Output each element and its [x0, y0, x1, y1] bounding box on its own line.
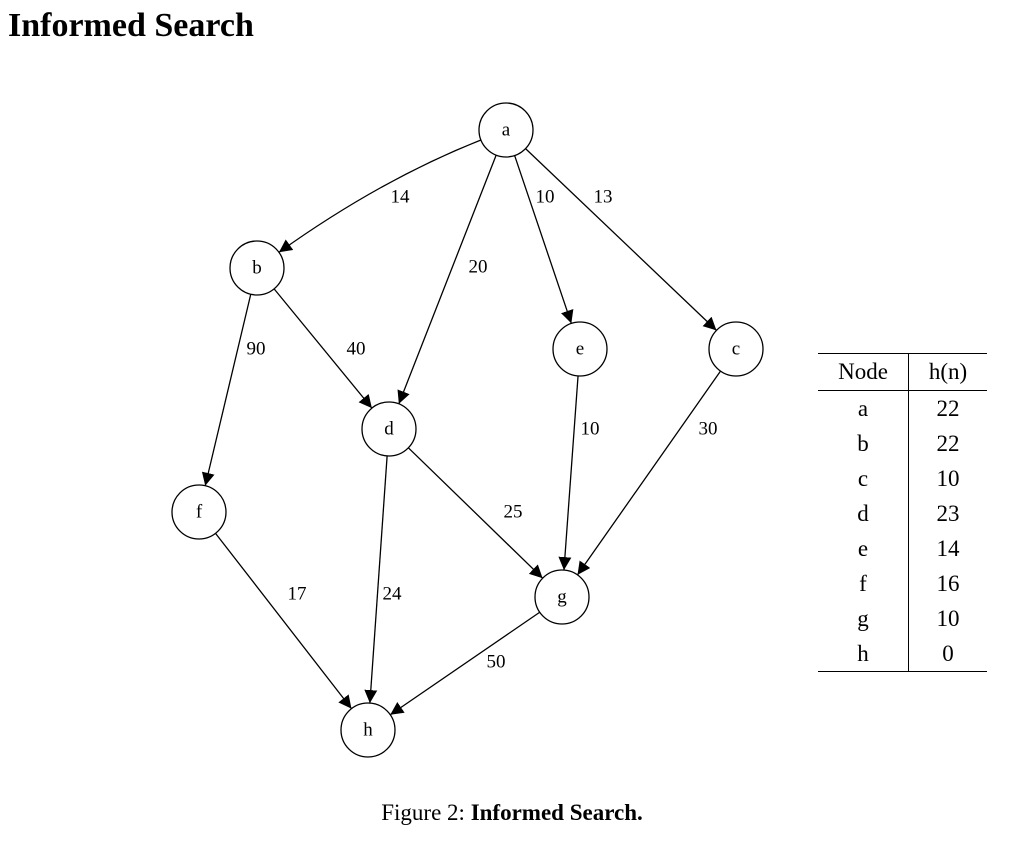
table-cell-h: 0	[942, 640, 954, 666]
table-row: a 22	[818, 390, 987, 426]
table-cell-node: h	[818, 636, 909, 672]
caption-title: Informed Search.	[470, 800, 643, 825]
edge-f-h	[215, 532, 352, 710]
node-e: e	[552, 321, 608, 377]
node-circle-h	[340, 702, 396, 758]
node-b: b	[229, 240, 285, 296]
table-cell-h: 10	[936, 605, 960, 631]
edge-a-e	[514, 155, 574, 324]
edge-label-d-h: 24	[383, 584, 403, 605]
table-row: b 22	[818, 426, 987, 461]
node-c: c	[708, 321, 764, 377]
edge-a-b	[278, 139, 482, 253]
table-cell-node: g	[818, 601, 909, 636]
node-label-h: h	[363, 720, 373, 741]
table-cell-h: 22	[936, 430, 960, 456]
edge-b-f	[201, 294, 252, 486]
page-title: Informed Search	[8, 7, 254, 44]
table-cell-node: a	[818, 390, 909, 426]
table-cell-node: b	[818, 426, 909, 461]
header-h: h(n)	[908, 353, 987, 391]
node-label-a: a	[502, 120, 511, 141]
search-graph: 14 20 10 13 90 40 10 30 25 24 17 50 a b e c d f g h	[171, 102, 764, 758]
node-h: h	[340, 702, 396, 758]
table-cell-h: 10	[936, 465, 960, 491]
node-d: d	[361, 401, 417, 457]
edge-label-b-f: 90	[247, 339, 266, 360]
edge-a-c	[525, 148, 717, 331]
node-circle-a	[478, 102, 534, 158]
edge-d-h	[364, 455, 388, 704]
table-cell-h: 22	[936, 395, 960, 421]
node-label-c: c	[732, 339, 740, 360]
table-row: d 23	[818, 496, 987, 531]
edge-label-a-e: 10	[536, 187, 555, 208]
table-row: f 16	[818, 566, 987, 601]
node-circle-c	[708, 321, 764, 377]
node-circle-e	[552, 321, 608, 377]
table-header-row: Node h(n)	[818, 353, 987, 391]
edge-a-d	[397, 154, 497, 405]
node-circle-f	[171, 484, 227, 540]
node-label-f: f	[196, 502, 203, 523]
edge-label-a-d: 20	[469, 257, 488, 278]
node-label-b: b	[252, 258, 262, 279]
table-row: e 14	[818, 531, 987, 566]
edge-label-a-c: 13	[594, 187, 613, 208]
node-circle-g	[534, 569, 590, 625]
edge-b-d	[273, 288, 373, 409]
table-cell-node: d	[818, 496, 909, 531]
table-row: g 10	[818, 601, 987, 636]
edge-label-b-d: 40	[347, 339, 366, 360]
node-label-d: d	[384, 419, 394, 440]
caption-prefix: Figure 2:	[381, 800, 465, 825]
edge-d-g	[407, 447, 544, 579]
node-circle-b	[229, 240, 285, 296]
edge-g-h	[389, 611, 541, 716]
edge-c-g	[576, 370, 722, 576]
table-cell-h: 16	[936, 570, 960, 596]
edge-label-c-g: 30	[699, 419, 718, 440]
edge-label-e-g: 10	[581, 419, 600, 440]
table-cell-h: 23	[936, 500, 960, 526]
edge-label-f-h: 17	[288, 584, 307, 605]
node-g: g	[534, 569, 590, 625]
header-node: Node	[818, 353, 909, 391]
node-label-e: e	[576, 339, 584, 360]
node-a: a	[478, 102, 534, 158]
table-cell-node: c	[818, 461, 909, 496]
table-cell-node: f	[818, 566, 909, 601]
figure-caption: Figure 2: Informed Search.	[0, 800, 1024, 826]
edge-label-d-g: 25	[504, 502, 523, 523]
heuristic-table: Node h(n) a 22 b 22 c 10 d 23 e 14 f 16	[818, 353, 987, 672]
node-label-g: g	[557, 587, 567, 608]
edge-label-g-h: 50	[487, 652, 506, 673]
node-f: f	[171, 484, 227, 540]
node-circle-d	[361, 401, 417, 457]
table-cell-h: 14	[936, 535, 960, 561]
table-row: h 0	[818, 636, 987, 672]
table-row: c 10	[818, 461, 987, 496]
edge-label-a-b: 14	[391, 187, 411, 208]
edge-e-g	[558, 375, 579, 571]
table-cell-node: e	[818, 531, 909, 566]
